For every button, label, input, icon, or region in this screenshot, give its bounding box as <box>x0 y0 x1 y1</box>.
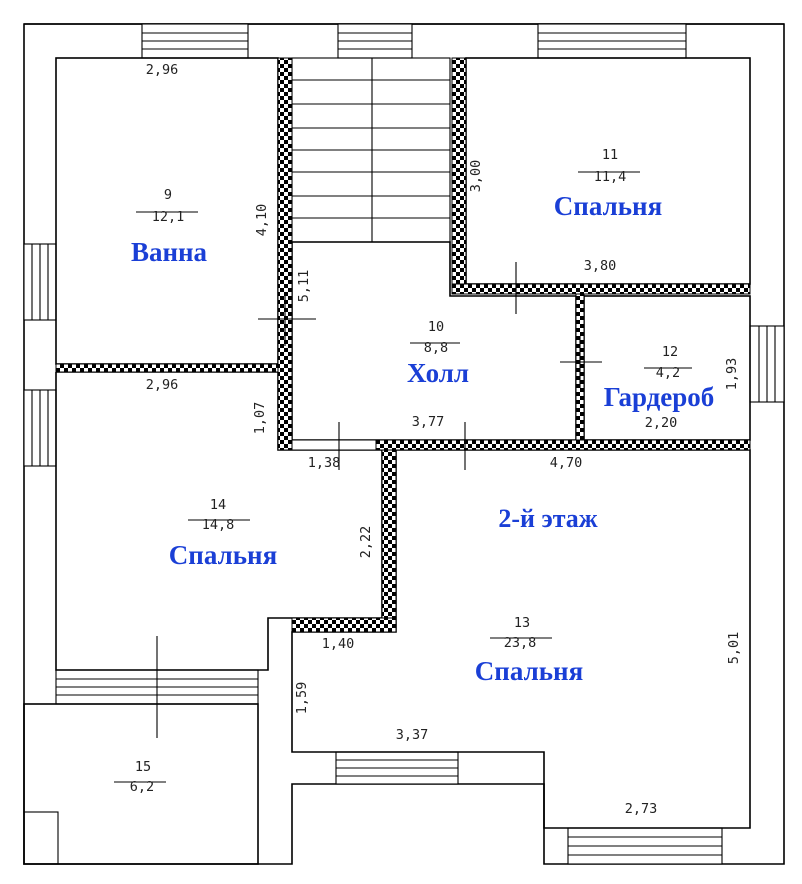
partition-walls <box>55 57 751 633</box>
dim-4-10: 4,10 <box>254 204 270 237</box>
room-12-area: 4,2 <box>656 365 680 381</box>
room-13-area: 23,8 <box>504 635 537 651</box>
dim-2-20: 2,20 <box>645 415 678 431</box>
dim-1-07: 1,07 <box>252 402 268 435</box>
room-15-number: 15 <box>135 759 151 775</box>
room-15-column <box>23 811 59 865</box>
room-13-name: Спальня <box>475 656 583 686</box>
dim-4-70: 4,70 <box>550 455 583 471</box>
room-11-number: 11 <box>602 147 618 163</box>
dim-1-38: 1,38 <box>308 455 341 471</box>
room-14-area: 14,8 <box>202 517 235 533</box>
dim-3-00: 3,00 <box>468 160 484 193</box>
dim-1-93: 1,93 <box>724 358 740 391</box>
room-10-number: 10 <box>428 319 444 335</box>
dim-3-80: 3,80 <box>584 258 617 274</box>
windows <box>23 23 785 865</box>
room-9-number: 9 <box>164 187 172 203</box>
room-labels: 9 12,1 Ванна 10 8,8 Холл 11 11,4 Спальня… <box>114 147 714 795</box>
room-10-name: Холл <box>407 358 469 388</box>
dim-5-01: 5,01 <box>726 632 742 665</box>
room-14-number: 14 <box>210 497 226 513</box>
room-11-name: Спальня <box>554 191 662 221</box>
room-12-number: 12 <box>662 344 678 360</box>
dimension-labels: 2,96 4,10 3,00 5,11 3,80 1,93 2,96 1,07 … <box>146 62 742 817</box>
dim-1-59: 1,59 <box>294 682 310 715</box>
room-9-area: 12,1 <box>152 209 185 225</box>
dim-1-40: 1,40 <box>322 636 355 652</box>
room-10-area: 8,8 <box>424 340 448 356</box>
dim-3-77: 3,77 <box>412 414 445 430</box>
room-12-name: Гардероб <box>604 382 715 412</box>
dim-5-11: 5,11 <box>296 270 312 303</box>
staircase <box>291 57 451 243</box>
door-markers <box>156 262 602 738</box>
dim-2-96-mid: 2,96 <box>146 377 179 393</box>
dim-2-22: 2,22 <box>358 526 374 559</box>
room-11-area: 11,4 <box>594 169 627 185</box>
dim-3-37: 3,37 <box>396 727 429 743</box>
room-9-name: Ванна <box>131 237 208 267</box>
room-15-area: 6,2 <box>130 779 154 795</box>
dim-2-73: 2,73 <box>625 801 658 817</box>
room-13-number: 13 <box>514 615 530 631</box>
room-14-name: Спальня <box>169 540 277 570</box>
dim-2-96-top: 2,96 <box>146 62 179 78</box>
floor-label: 2-й этаж <box>498 504 597 533</box>
room-15-outline <box>23 703 259 865</box>
